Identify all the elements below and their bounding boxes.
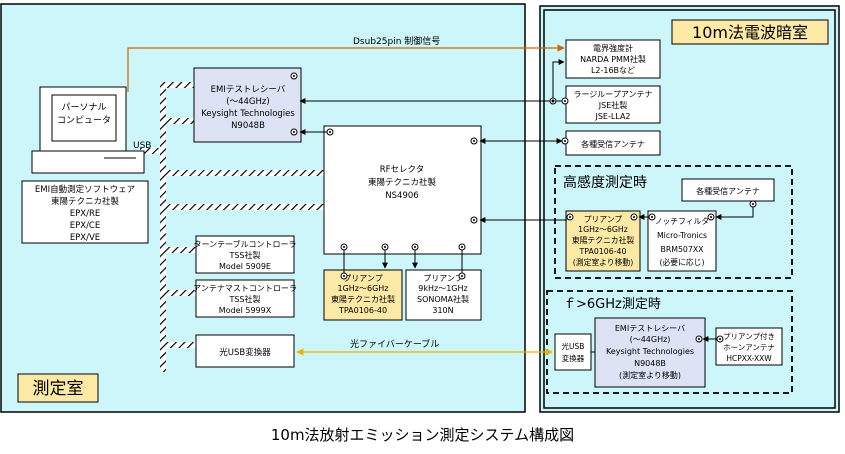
svg-text:(必要に応じ): (必要に応じ) bbox=[659, 257, 704, 267]
svg-text:ターンテーブルコントローラ: ターンテーブルコントローラ bbox=[194, 239, 297, 249]
horn-antenna-preamp: プリアンプ付き ホーンアンテナ HCPXX-XXW bbox=[715, 327, 783, 366]
svg-text:アンテナマストコントローラ: アンテナマストコントローラ bbox=[193, 284, 297, 293]
high-sensitivity-section bbox=[554, 165, 793, 279]
chamber-label: 10m法電波暗室 bbox=[692, 23, 808, 42]
svg-text:1GHz～6GHz: 1GHz～6GHz bbox=[578, 225, 628, 234]
optical-usb-converter-left: 光USB変換器 bbox=[195, 334, 295, 368]
svg-text:EPX/CE: EPX/CE bbox=[70, 221, 101, 231]
svg-text:1GHz～6GHz: 1GHz～6GHz bbox=[337, 284, 388, 293]
preamp-9k-1g: プリアンプ 9kHz～1GHz SONOMA社製 310N bbox=[405, 269, 482, 321]
svg-text:NARDA PMM社製: NARDA PMM社製 bbox=[580, 54, 646, 64]
high-sensitivity-title: 高感度測定時 bbox=[563, 174, 647, 191]
svg-text:コンピュータ: コンピュータ bbox=[57, 115, 111, 126]
bus-stubs bbox=[140, 82, 324, 348]
svg-text:パーソナル: パーソナル bbox=[61, 102, 106, 113]
svg-text:EMIテストレシーバ: EMIテストレシーバ bbox=[211, 85, 286, 95]
receive-antenna-2: 各種受信アンテナ bbox=[681, 178, 775, 208]
dsub-control-line: Dsub25pin 制御信号 bbox=[127, 35, 565, 92]
svg-text:Model 5909E: Model 5909E bbox=[219, 262, 271, 271]
svg-text:電界強度計: 電界強度計 bbox=[593, 43, 633, 53]
svg-text:310N: 310N bbox=[432, 306, 453, 315]
svg-text:光USB: 光USB bbox=[562, 341, 585, 351]
antenna-mast-controller: アンテナマストコントローラ TSS社製 Model 5999X bbox=[193, 279, 297, 318]
svg-text:東陽テクニカ社製: 東陽テクニカ社製 bbox=[331, 294, 395, 304]
svg-text:N9048B: N9048B bbox=[634, 359, 666, 368]
svg-text:(測定室より移動): (測定室より移動) bbox=[619, 370, 681, 380]
svg-text:Model 5999X: Model 5999X bbox=[219, 306, 272, 315]
receive-antenna-1: 各種受信アンテナ bbox=[561, 130, 661, 156]
svg-text:TPA0106-40: TPA0106-40 bbox=[579, 247, 627, 256]
turntable-controller: ターンテーブルコントローラ TSS社製 Model 5909E bbox=[194, 235, 297, 274]
svg-text:TSS社製: TSS社製 bbox=[228, 294, 260, 304]
svg-text:TSS社製: TSS社製 bbox=[228, 250, 260, 260]
svg-text:N9048B: N9048B bbox=[231, 121, 265, 131]
emi-receiver-right: EMIテストレシーバ (～44GHz) Keysight Technologie… bbox=[594, 317, 706, 388]
figure-caption: 10m法放射エミッション測定システム構成図 bbox=[270, 426, 575, 444]
field-strength-meter: 電界強度計 NARDA PMM社製 L2-16Bなど bbox=[565, 39, 661, 79]
svg-text:HCPXX-XXW: HCPXX-XXW bbox=[726, 354, 772, 363]
fiber-cable: 光ファイバーケーブル bbox=[296, 338, 553, 356]
svg-text:Keysight Technologies: Keysight Technologies bbox=[201, 109, 295, 119]
svg-text:JSE-LLA2: JSE-LLA2 bbox=[594, 112, 630, 121]
svg-text:ノッチフィルタ: ノッチフィルタ bbox=[655, 217, 709, 226]
svg-text:9kHz～1GHz: 9kHz～1GHz bbox=[418, 284, 467, 293]
svg-text:各種受信アンテナ: 各種受信アンテナ bbox=[696, 186, 760, 196]
emi-receiver-left: EMIテストレシーバ (～44GHz) Keysight Technologie… bbox=[193, 67, 302, 143]
svg-text:EMIテストレシーバ: EMIテストレシーバ bbox=[615, 324, 685, 333]
chamber-label-box bbox=[671, 19, 829, 45]
svg-text:プリアンプ付き: プリアンプ付き bbox=[723, 331, 775, 341]
svg-text:(測定室より移動): (測定室より移動) bbox=[573, 257, 634, 267]
room-label: 測定室 bbox=[33, 379, 84, 399]
svg-text:ラージループアンテナ: ラージループアンテナ bbox=[573, 90, 652, 99]
preamp-1g-6g: プリアンプ 1GHz～6GHz 東陽テクニカ社製 TPA0106-40 bbox=[323, 269, 403, 321]
svg-text:Micro-Tronics: Micro-Tronics bbox=[657, 231, 707, 240]
svg-text:(～44GHz): (～44GHz) bbox=[226, 97, 269, 107]
rf-selector-preamp-links bbox=[343, 250, 463, 273]
svg-text:(～44GHz): (～44GHz) bbox=[630, 335, 671, 344]
optical-usb-converter-right: 光USB 変換器 bbox=[554, 333, 592, 371]
svg-text:EMI自動測定ソフトウェア: EMI自動測定ソフトウェア bbox=[35, 184, 135, 195]
svg-text:RFセレクタ: RFセレクタ bbox=[380, 165, 424, 175]
svg-text:L2-16Bなど: L2-16Bなど bbox=[591, 66, 635, 75]
svg-text:Dsub25pin 制御信号: Dsub25pin 制御信号 bbox=[353, 35, 440, 47]
svg-text:プリアンプ: プリアンプ bbox=[423, 274, 462, 283]
svg-text:EPX/VE: EPX/VE bbox=[70, 233, 100, 243]
personal-computer: パーソナル コンピュータ bbox=[31, 86, 145, 174]
loop-to-receiver-line bbox=[299, 59, 565, 105]
svg-text:JSE社製: JSE社製 bbox=[598, 100, 628, 110]
above-6ghz-section bbox=[546, 290, 793, 394]
svg-text:プリアンプ: プリアンプ bbox=[343, 274, 382, 283]
system-diagram: 10m法電波暗室 測定室 USB パーソナル コンピュータ EMI自動測定ソフト… bbox=[0, 3, 840, 413]
svg-text:ホーンアンテナ: ホーンアンテナ bbox=[723, 343, 775, 352]
svg-text:東陽テクニカ社製: 東陽テクニカ社製 bbox=[368, 177, 437, 188]
antenna-to-notch-line bbox=[715, 207, 754, 220]
software-box: EMI自動測定ソフトウェア 東陽テクニカ社製 EPX/RE EPX/CE EPX… bbox=[21, 180, 149, 244]
svg-text:Keysight Technologies: Keysight Technologies bbox=[606, 347, 694, 356]
svg-text:東陽テクニカ社製: 東陽テクニカ社製 bbox=[572, 235, 635, 245]
rf-selector: RFセレクタ 東陽テクニカ社製 NS4906 bbox=[323, 125, 482, 255]
svg-text:BRM507XX: BRM507XX bbox=[660, 245, 704, 254]
svg-text:EPX/RE: EPX/RE bbox=[70, 209, 100, 219]
svg-text:SONOMA社製: SONOMA社製 bbox=[417, 294, 469, 304]
svg-text:東陽テクニカ社製: 東陽テクニカ社製 bbox=[51, 196, 120, 207]
room-label-box bbox=[17, 373, 99, 403]
svg-text:各種受信アンテナ: 各種受信アンテナ bbox=[581, 139, 645, 149]
large-loop-antenna: ラージループアンテナ JSE社製 JSE-LLA2 bbox=[561, 85, 661, 124]
hatched-bus bbox=[160, 82, 166, 372]
svg-text:変換器: 変換器 bbox=[562, 353, 585, 363]
svg-text:光USB変換器: 光USB変換器 bbox=[219, 347, 271, 358]
above-6ghz-title: ｆ>6GHz測定時 bbox=[563, 297, 661, 312]
notch-filter: ノッチフィルタ Micro-Tronics BRM507XX (必要に応じ) bbox=[647, 210, 717, 272]
svg-text:プリアンプ: プリアンプ bbox=[584, 215, 623, 224]
svg-text:TPA0106-40: TPA0106-40 bbox=[338, 306, 387, 315]
preamp-moved: プリアンプ 1GHz～6GHz 東陽テクニカ社製 TPA0106-40 (測定室… bbox=[565, 210, 641, 272]
svg-text:光ファイバーケーブル: 光ファイバーケーブル bbox=[350, 338, 439, 350]
usb-label: USB bbox=[133, 141, 151, 151]
svg-text:NS4906: NS4906 bbox=[385, 191, 418, 201]
